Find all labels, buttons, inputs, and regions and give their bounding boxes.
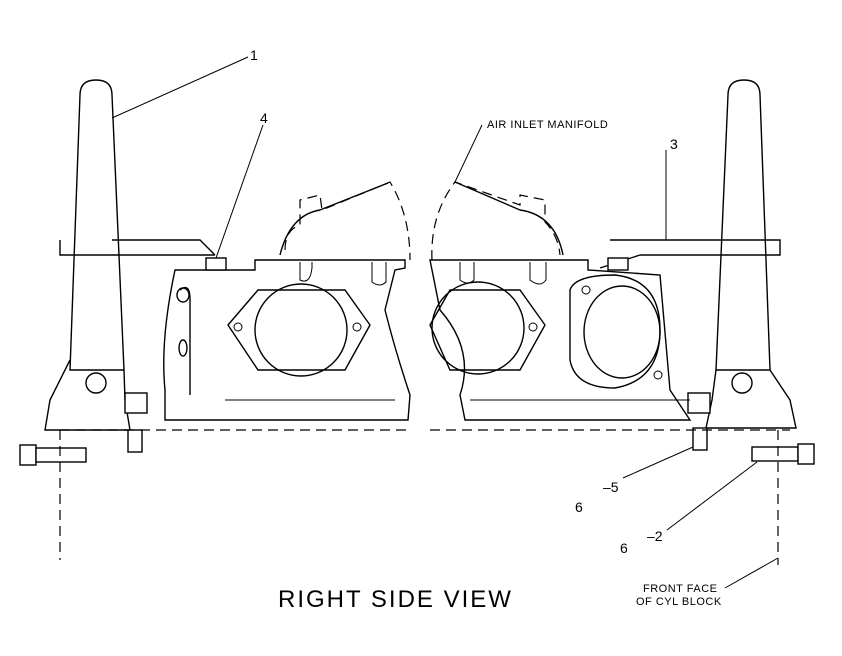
stud-icon	[751, 446, 799, 462]
callout-1: 1	[250, 47, 258, 63]
manifold-flange-icon	[227, 289, 371, 371]
bolt-icon	[124, 392, 148, 414]
callout-6-upper: 6	[575, 499, 583, 515]
left-manifold-body	[60, 181, 411, 431]
stud-icon	[127, 429, 143, 453]
stud-icon	[692, 427, 708, 451]
bolt-icon	[205, 257, 227, 271]
view-title: RIGHT SIDE VIEW	[278, 586, 513, 613]
manifold-flange-icon	[429, 289, 546, 371]
front-face-label-line2: OF CYL BLOCK	[636, 596, 722, 608]
bolt-icon	[19, 444, 37, 466]
front-face-label-line1: FRONT FACE	[643, 583, 717, 595]
leader-lines	[111, 56, 779, 589]
right-manifold-body	[429, 181, 790, 431]
right-lifting-bracket	[599, 79, 815, 465]
callout-5: –5	[603, 479, 619, 495]
bolt-icon	[607, 257, 629, 271]
callout-4: 4	[260, 110, 268, 126]
bolt-icon	[797, 443, 815, 465]
bolt-icon	[687, 392, 711, 414]
callout-6-lower: 6	[620, 540, 628, 556]
callout-2: –2	[647, 528, 663, 544]
stud-icon	[35, 447, 87, 463]
left-lifting-bracket	[19, 79, 216, 466]
callout-air-inlet-manifold: AIR INLET MANIFOLD	[487, 119, 608, 131]
callout-3: 3	[670, 136, 678, 152]
